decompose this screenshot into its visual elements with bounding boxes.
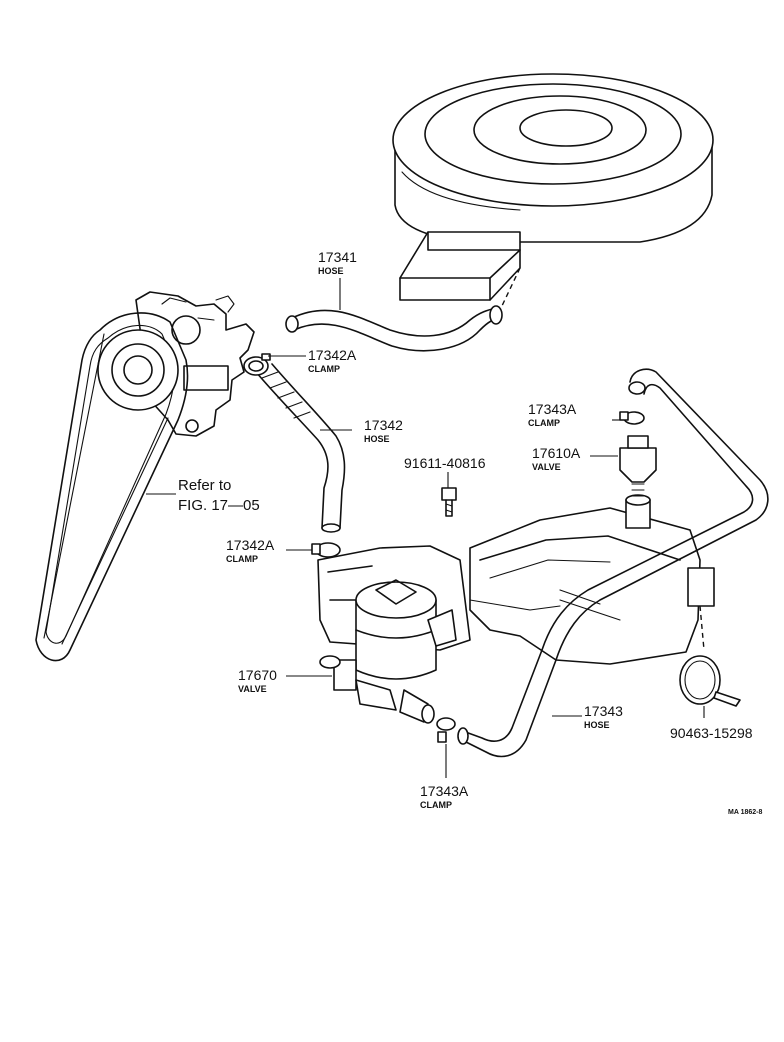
callout-17343a-low: 17343A CLAMP (420, 783, 469, 810)
svg-text:17342A: 17342A (308, 347, 357, 363)
svg-text:VALVE: VALVE (238, 684, 267, 694)
svg-text:17343A: 17343A (420, 783, 469, 799)
svg-text:17343A: 17343A (528, 401, 577, 417)
air-cleaner (392, 73, 714, 311)
svg-text:Refer to: Refer to (178, 477, 231, 494)
callout-17343a-top: 17343A CLAMP (528, 401, 577, 428)
svg-text:FIG. 17—05: FIG. 17—05 (178, 497, 260, 514)
svg-text:17343: 17343 (584, 703, 623, 719)
svg-text:CLAMP: CLAMP (308, 364, 340, 374)
callout-17342a-top: 17342A CLAMP (308, 347, 357, 374)
valve-17610a (619, 435, 657, 497)
bolt-91611-40816 (441, 487, 457, 517)
clamp-17342a-top (243, 353, 271, 376)
figure-code: MA 1862-8 (728, 809, 762, 816)
svg-text:91611-40816: 91611-40816 (404, 455, 486, 471)
hose-17342 (255, 363, 346, 533)
leader-lines (146, 278, 705, 778)
clamp-17343a-low (436, 717, 456, 743)
svg-text:90463-15298: 90463-15298 (670, 725, 753, 741)
clamp-90463-15298 (679, 655, 741, 707)
svg-text:17342: 17342 (364, 417, 403, 433)
svg-text:HOSE: HOSE (318, 266, 344, 276)
callout-17341: 17341 HOSE (318, 249, 357, 276)
callout-17342a-low: 17342A CLAMP (226, 537, 275, 564)
callout-17670: 17670 VALVE (238, 667, 277, 694)
svg-text:17342A: 17342A (226, 537, 275, 553)
svg-text:17610A: 17610A (532, 445, 581, 461)
drive-belt (35, 312, 189, 662)
clamp-17342a-low (311, 542, 341, 558)
clamp-17343a-top (619, 411, 645, 425)
callout-17342: 17342 HOSE (364, 417, 403, 444)
hose-17341 (285, 305, 503, 352)
callout-90463-15298: 90463-15298 (670, 725, 753, 741)
hose-17343 (457, 368, 769, 758)
svg-text:17341: 17341 (318, 249, 357, 265)
svg-text:VALVE: VALVE (532, 462, 561, 472)
svg-text:17670: 17670 (238, 667, 277, 683)
svg-text:CLAMP: CLAMP (528, 418, 560, 428)
callout-91611-40816: 91611-40816 (404, 455, 486, 471)
valve-17670 (319, 579, 457, 724)
svg-text:HOSE: HOSE (584, 720, 610, 730)
svg-text:CLAMP: CLAMP (226, 554, 258, 564)
svg-text:HOSE: HOSE (364, 434, 390, 444)
callout-refer: Refer to FIG. 17—05 (178, 477, 260, 514)
callout-17610a: 17610A VALVE (532, 445, 581, 472)
svg-text:CLAMP: CLAMP (420, 800, 452, 810)
callout-17343: 17343 HOSE (584, 703, 623, 730)
